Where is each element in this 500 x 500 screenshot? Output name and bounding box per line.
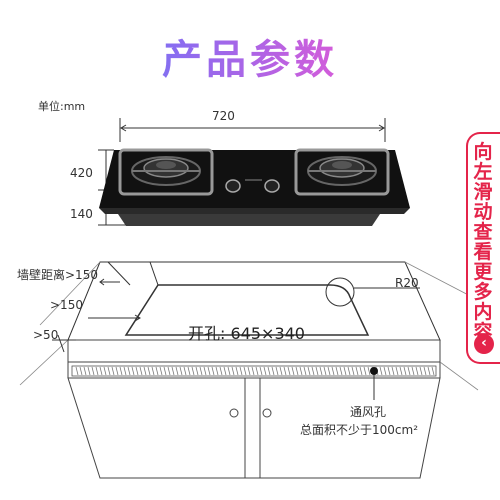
side-margin-label: >150 <box>50 298 83 312</box>
height-label: 420 <box>70 166 93 180</box>
unit-label: 单位:mm <box>38 100 86 113</box>
chevron-left-icon[interactable]: ‹ <box>474 334 494 354</box>
door-knob-right <box>262 408 272 418</box>
left-burner <box>118 148 214 196</box>
door-knob-left <box>229 408 239 418</box>
stove-top <box>99 148 410 226</box>
wall-distance-label: 墙壁距离>150 <box>17 268 98 282</box>
right-burner <box>294 148 390 196</box>
width-dimension <box>119 118 386 142</box>
vent-strip <box>71 365 437 377</box>
front-margin-marker <box>52 334 76 353</box>
side-margin-marker <box>88 314 141 322</box>
cutout-value: 645×340 <box>230 324 305 343</box>
cutout-label: 开孔: <box>188 324 226 343</box>
cutout-size: 开孔: 645×340 <box>188 320 305 344</box>
control-knobs <box>225 179 280 193</box>
page-title: 产品参数 <box>0 27 500 85</box>
wall-distance-marker <box>99 261 159 286</box>
width-label: 720 <box>212 109 235 123</box>
vent-area-label: 总面积不少于100cm² <box>300 423 419 437</box>
radius-label: R20 <box>395 276 419 290</box>
radius-callout <box>325 277 420 307</box>
vent-label: 通风孔 <box>350 405 387 419</box>
front-margin-label: >50 <box>33 328 59 342</box>
swipe-hint-text[interactable]: 向左滑动查看更多内容 <box>473 141 493 343</box>
swipe-hint-tab[interactable] <box>466 132 500 364</box>
depth-label: 140 <box>70 207 93 221</box>
